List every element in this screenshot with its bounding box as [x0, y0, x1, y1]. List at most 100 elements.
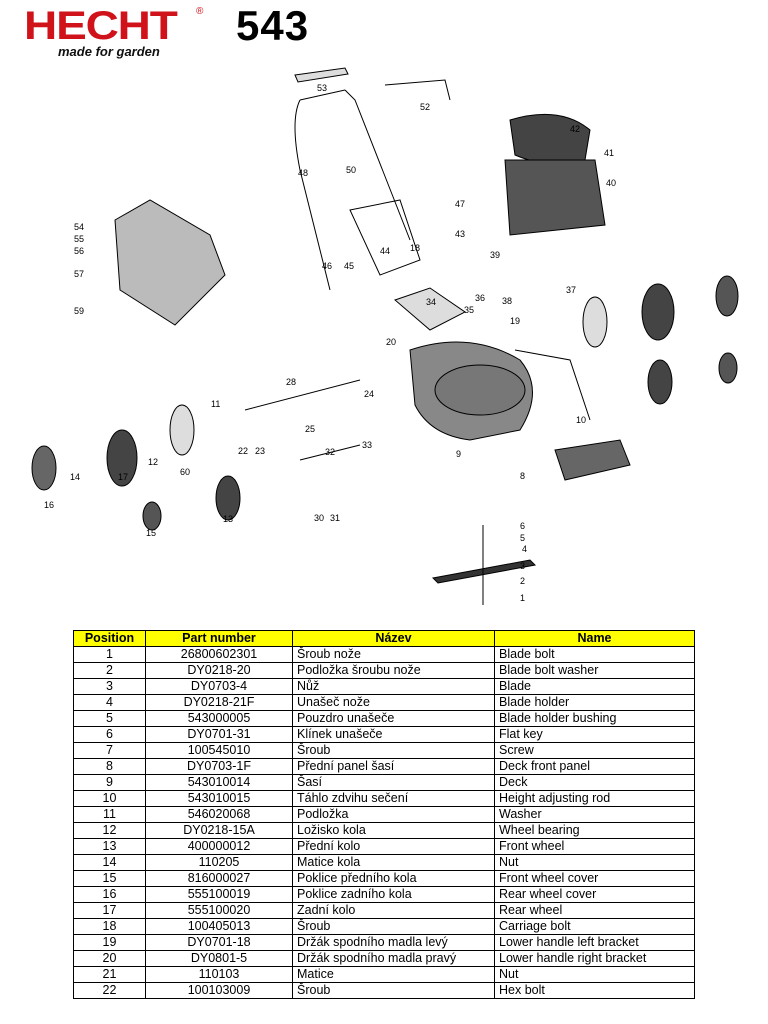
- engine-cover: [509, 113, 591, 165]
- callout-40: 40: [606, 178, 616, 188]
- brand-tagline: made for garden: [58, 44, 160, 59]
- cell-position: 5: [73, 710, 146, 727]
- cell-name: Rear wheel cover: [494, 886, 695, 903]
- cell-part-number: DY0801-5: [145, 950, 293, 967]
- callout-1: 1: [520, 593, 525, 603]
- upper-handle-top: [299, 89, 346, 101]
- cell-nazev: Matice kola: [292, 854, 495, 871]
- cell-part-number: 100545010: [145, 742, 293, 759]
- cell-name: Lower handle left bracket: [494, 934, 695, 951]
- callout-44: 44: [380, 246, 390, 256]
- callout-47: 47: [455, 199, 465, 209]
- wheel-60: [169, 404, 195, 456]
- cell-part-number: DY0701-18: [145, 934, 293, 951]
- cell-position: 13: [73, 838, 146, 855]
- callout-24: 24: [364, 389, 374, 399]
- callout-37: 37: [566, 285, 576, 295]
- callout-15: 15: [146, 528, 156, 538]
- cell-nazev: Táhlo zdvihu sečení: [292, 790, 495, 807]
- callout-labels: 1 2 3 4 5 6 8 9 10 11 12 13 14 15 16 17 …: [44, 83, 616, 603]
- cell-name: Rear wheel: [494, 902, 695, 919]
- lower-handle: [349, 199, 421, 276]
- page-header: HECHT ® made for garden 543: [0, 0, 768, 70]
- deck-opening: [434, 364, 526, 416]
- header-part-number: Part number: [145, 630, 293, 647]
- header-row: Position Part number Název Name: [73, 630, 695, 647]
- cell-position: 7: [73, 742, 146, 759]
- cell-part-number: 555100020: [145, 902, 293, 919]
- cell-nazev: Podložka: [292, 806, 495, 823]
- cell-position: 15: [73, 870, 146, 887]
- cell-name: Wheel bearing: [494, 822, 695, 839]
- callout-6: 6: [520, 521, 525, 531]
- cell-nazev: Klínek unašeče: [292, 726, 495, 743]
- cell-part-number: 816000027: [145, 870, 293, 887]
- callout-19: 19: [510, 316, 520, 326]
- callout-50: 50: [346, 165, 356, 175]
- diagram-svg: 1 2 3 4 5 6 8 9 10 11 12 13 14 15 16 17 …: [31, 67, 739, 605]
- front-wheel-cover-left: [142, 501, 162, 531]
- front-wheel-left: [215, 475, 241, 521]
- callout-18: 18: [410, 243, 420, 253]
- registered-mark: ®: [196, 6, 204, 17]
- cell-name: Blade: [494, 678, 695, 695]
- callout-36: 36: [475, 293, 485, 303]
- rear-wheel-right: [641, 283, 675, 341]
- cell-nazev: Držák spodního madla pravý: [292, 950, 495, 967]
- callout-9: 9: [456, 449, 461, 459]
- callout-33: 33: [362, 440, 372, 450]
- header-position: Position: [73, 630, 146, 647]
- cell-position: 16: [73, 886, 146, 903]
- cell-name: Lower handle right bracket: [494, 950, 695, 967]
- cell-nazev: Poklice zadního kola: [292, 886, 495, 903]
- upper-handle-left: [294, 99, 331, 291]
- callout-14: 14: [70, 472, 80, 482]
- engine-block: [504, 159, 606, 236]
- callout-38: 38: [502, 296, 512, 306]
- callout-10: 10: [576, 415, 586, 425]
- cell-position: 21: [73, 966, 146, 983]
- cell-nazev: Šroub: [292, 742, 495, 759]
- cell-nazev: Nůž: [292, 678, 495, 695]
- callout-57: 57: [74, 269, 84, 279]
- callout-59: 59: [74, 306, 84, 316]
- rear-wheel-cover-right: [715, 275, 739, 317]
- cell-nazev: Držák spodního madla levý: [292, 934, 495, 951]
- callout-28: 28: [286, 377, 296, 387]
- cell-part-number: 555100019: [145, 886, 293, 903]
- front-axle: [299, 444, 361, 461]
- callout-35: 35: [464, 305, 474, 315]
- cell-part-number: 543010014: [145, 774, 293, 791]
- callout-53: 53: [317, 83, 327, 93]
- wheel-rear-inner: [582, 296, 608, 348]
- callout-30: 30: [314, 513, 324, 523]
- callout-25: 25: [305, 424, 315, 434]
- callout-43: 43: [455, 229, 465, 239]
- callout-8: 8: [520, 471, 525, 481]
- cell-position: 4: [73, 694, 146, 711]
- cell-position: 14: [73, 854, 146, 871]
- cell-part-number: 26800602301: [145, 646, 293, 663]
- header-name: Name: [494, 630, 695, 647]
- cell-name: Blade holder bushing: [494, 710, 695, 727]
- cell-position: 10: [73, 790, 146, 807]
- cell-name: Screw: [494, 742, 695, 759]
- cell-name: Nut: [494, 854, 695, 871]
- callout-20: 20: [386, 337, 396, 347]
- blade: [431, 559, 537, 584]
- cell-name: Height adjusting rod: [494, 790, 695, 807]
- model-number: 543: [236, 2, 310, 49]
- cell-name: Washer: [494, 806, 695, 823]
- front-wheel-cover-right: [718, 352, 738, 384]
- callout-46: 46: [322, 261, 332, 271]
